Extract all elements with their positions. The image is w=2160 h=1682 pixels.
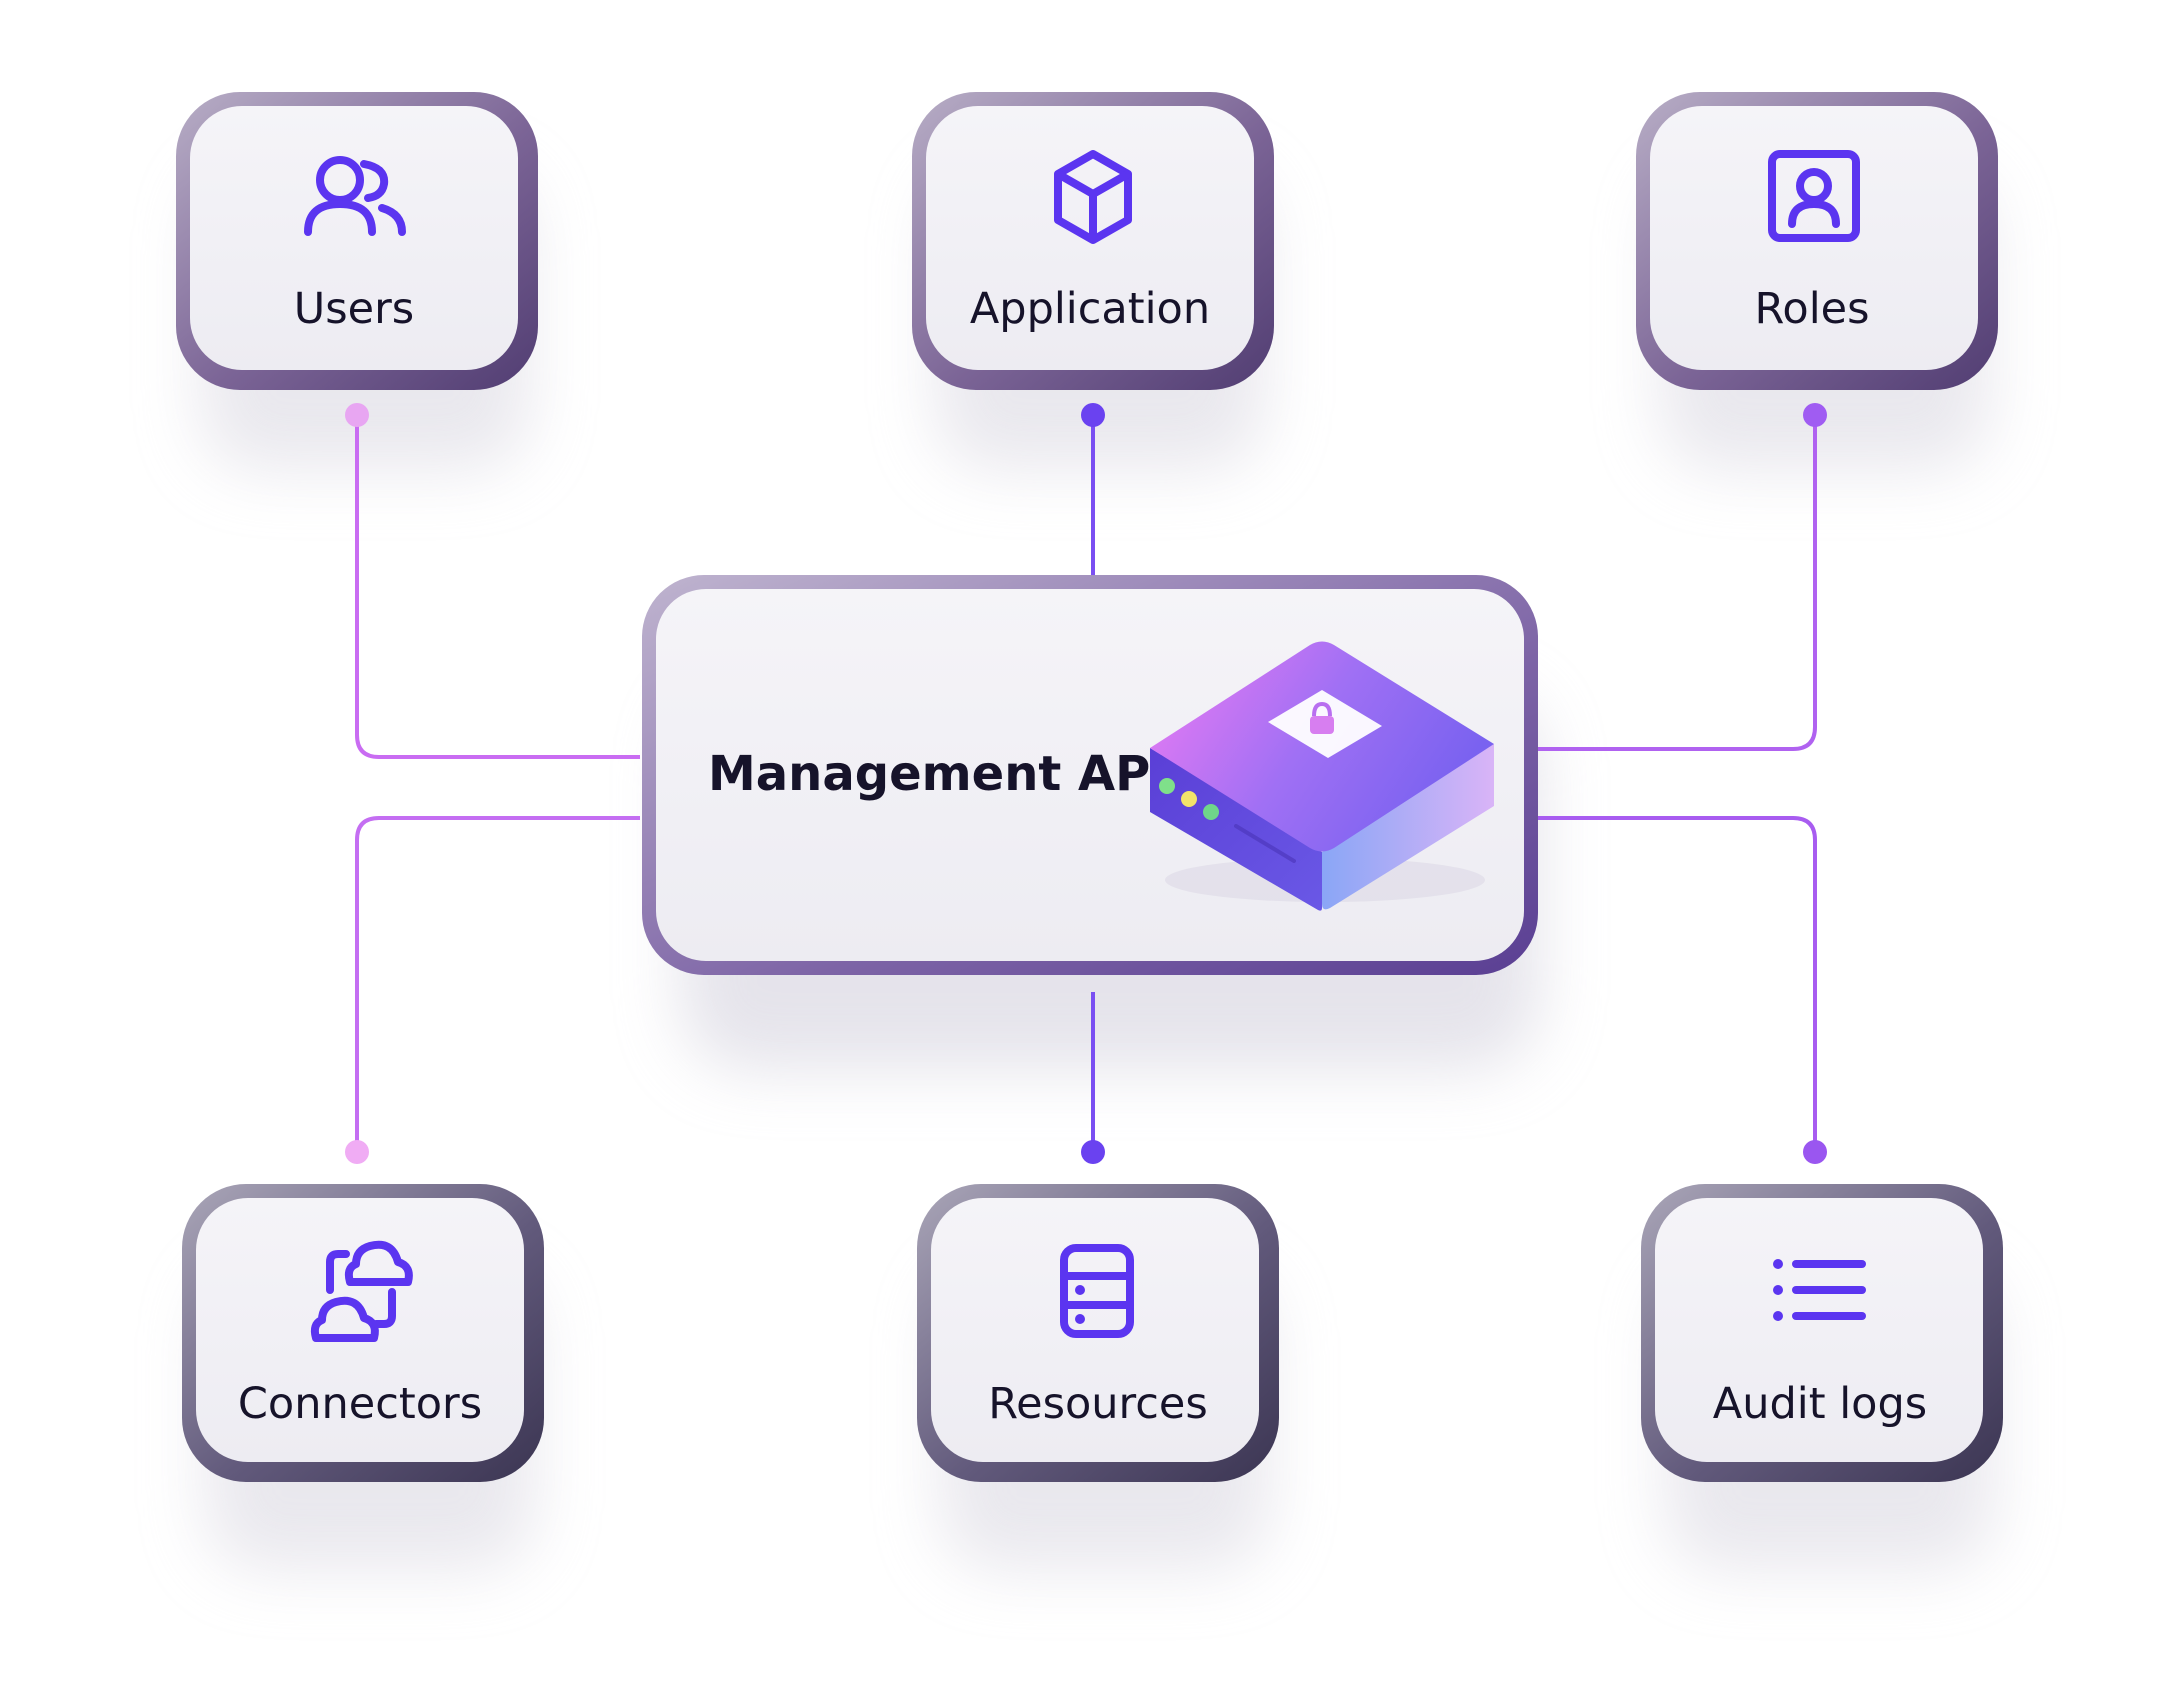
id-badge-icon [1768,150,1860,242]
cube-icon [1054,150,1132,244]
node-resources: Resources [917,1184,1279,1482]
dot-roles [1803,403,1827,427]
server-box-illustration [1150,641,1494,911]
node-label-roles: Roles [1754,284,1869,334]
node-connectors: Connectors [182,1184,544,1482]
database-indicators [1075,1285,1085,1324]
node-label-audit-logs: Audit logs [1713,1379,1927,1429]
center-label: Management API [708,746,1168,802]
dot-audit-logs [1803,1140,1827,1164]
node-management-api: Management API [642,575,1538,975]
connector-roles [1538,415,1817,751]
cloud-sync-icon [310,1240,413,1342]
node-roles: Roles [1636,92,1998,390]
users-icon [304,156,406,236]
dot-application [1081,403,1105,427]
list-icon [1773,1259,1866,1321]
node-label-users: Users [294,284,414,334]
node-users: Users [176,92,538,390]
dot-resources [1081,1140,1105,1164]
database-icon [1060,1244,1134,1338]
connector-connectors [355,816,640,1152]
dot-connectors [345,1140,369,1164]
node-label-application: Application [970,284,1210,334]
node-application: Application [912,92,1274,390]
connector-audit-logs [1538,816,1817,1152]
connector-users [355,415,640,759]
node-label-resources: Resources [988,1379,1208,1429]
dot-users [345,403,369,427]
connector-dots [345,403,1827,1164]
connector-lines [355,415,1817,1152]
node-label-connectors: Connectors [238,1379,482,1429]
node-audit-logs: Audit logs [1641,1184,2003,1482]
